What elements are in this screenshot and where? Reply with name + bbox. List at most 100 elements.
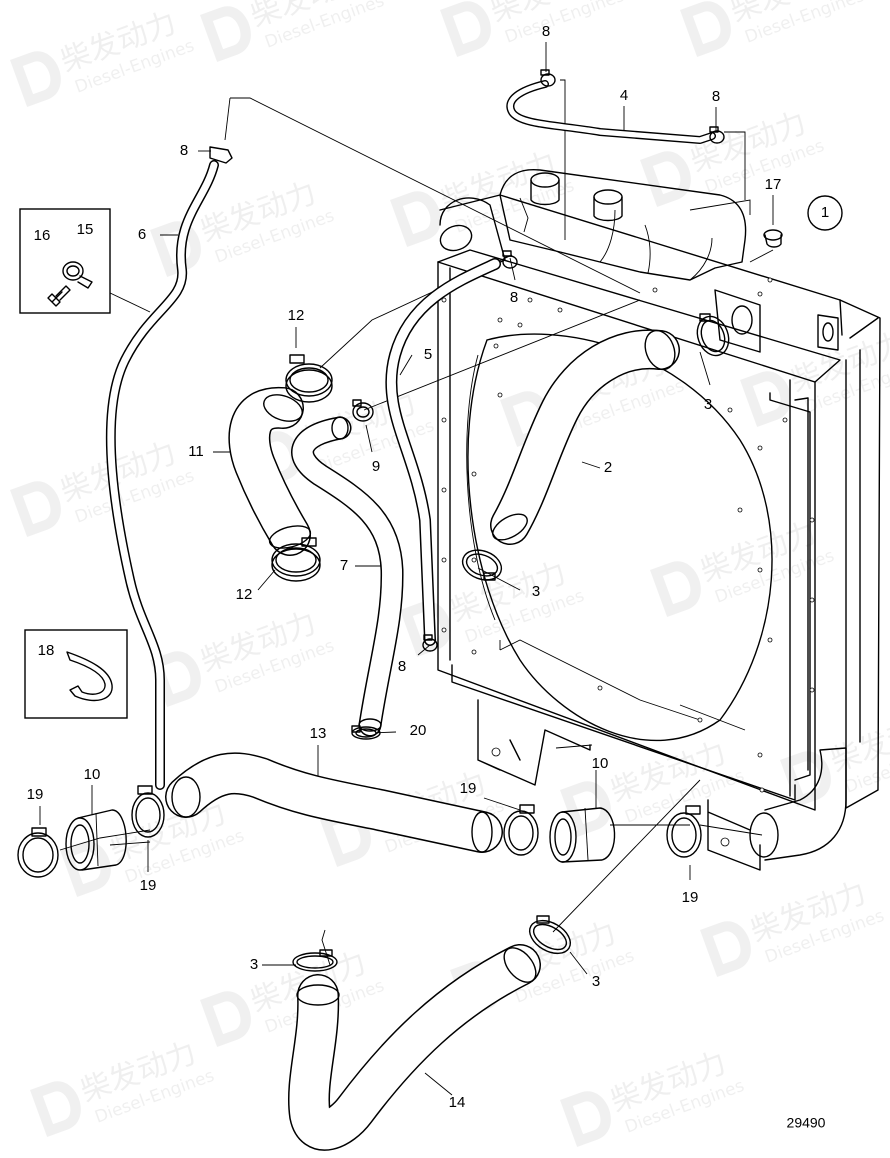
assembly-callout-circle [807,195,843,231]
bolt-hole [652,287,658,293]
clamp-19-left [131,785,165,838]
radiator-holes [441,277,815,793]
radiator-right-flange [839,299,879,761]
clamp-19-right [666,805,702,858]
part-label-19: 19 [27,786,44,803]
clamp-20 [351,725,381,740]
radiator-bottom-bracket [477,699,591,786]
bolt-hole [759,787,765,793]
clamp-9 [352,399,374,422]
radiator-assembly [437,168,881,871]
part-label-15: 15 [77,221,94,238]
part-label-8: 8 [542,23,550,40]
radiator-upper-outlet [439,197,506,276]
part-label-19: 19 [682,889,699,906]
plug-17 [763,229,783,248]
part-label-3: 3 [592,973,600,990]
part-label-1: 1 [821,204,829,221]
clamp-3-left-bottom [292,949,338,972]
clamp-3-upper [696,313,730,357]
coupling-10-left [65,809,127,871]
fan-shroud [451,664,796,801]
tank-cap-2 [593,189,623,205]
bolt-hole [471,471,477,477]
part-label-5: 5 [424,346,432,363]
clamp-8-lower [422,634,438,652]
bolt-hole [809,597,815,603]
bolt-hole [497,392,503,398]
bolt-hole [441,297,447,303]
part-label-20: 20 [410,722,427,739]
bolt-hole [757,567,763,573]
part-label-8: 8 [398,658,406,675]
part-label-19: 19 [460,780,477,797]
part-label-17: 17 [765,176,782,193]
bolt-hole [557,307,563,313]
inset-box-18 [24,629,128,719]
clamp-19-far-left [17,827,59,878]
part-label-4: 4 [620,87,628,104]
part-label-2: 2 [604,459,612,476]
part-label-10: 10 [84,766,101,783]
clamp-3-right-bottom [529,915,571,955]
hose-ends [171,329,676,1006]
bolt-hole [727,407,733,413]
bolt-hole [497,317,503,323]
bolt-hole [527,297,533,303]
part-label-7: 7 [340,557,348,574]
part-label-11: 11 [188,443,204,460]
inset-box-15-16 [19,208,111,314]
drawing-number: 29490 [787,1115,826,1131]
part-label-8: 8 [510,289,518,306]
part-label-12: 12 [236,586,253,603]
bolt-hole [782,417,788,423]
clamp-3-middle [461,549,503,581]
bolt-hole [757,752,763,758]
clamp-8-top [540,69,556,87]
bolt-hole [767,637,773,643]
bolt-hole [757,291,763,297]
bolt-hole [517,322,523,328]
part-label-6: 6 [138,226,146,243]
part-label-16: 16 [34,227,51,244]
clamp-8-left [209,146,233,164]
clamp-8-middle [502,250,518,269]
bolt-hole [597,685,603,691]
bolt-hole [441,487,447,493]
clamp-8-top-right [709,126,725,144]
leader-lines [39,42,774,1096]
bolt-hole [471,649,477,655]
part-label-3: 3 [704,396,712,413]
part-label-3: 3 [250,956,258,973]
bolt-hole [697,717,703,723]
part-label-9: 9 [372,458,380,475]
bolt-hole [809,517,815,523]
part-label-19: 19 [140,877,157,894]
bolt-hole [809,687,815,693]
bolt-hole [441,557,447,563]
bolt-hole [493,343,499,349]
bolt-hole [441,627,447,633]
bolt-hole [767,277,773,283]
radiator-core [437,261,816,811]
bolt-hole [757,445,763,451]
part-label-8: 8 [180,142,188,159]
radiator-top-bracket [714,289,761,353]
part-label-18: 18 [38,642,55,659]
part-label-8: 8 [712,88,720,105]
